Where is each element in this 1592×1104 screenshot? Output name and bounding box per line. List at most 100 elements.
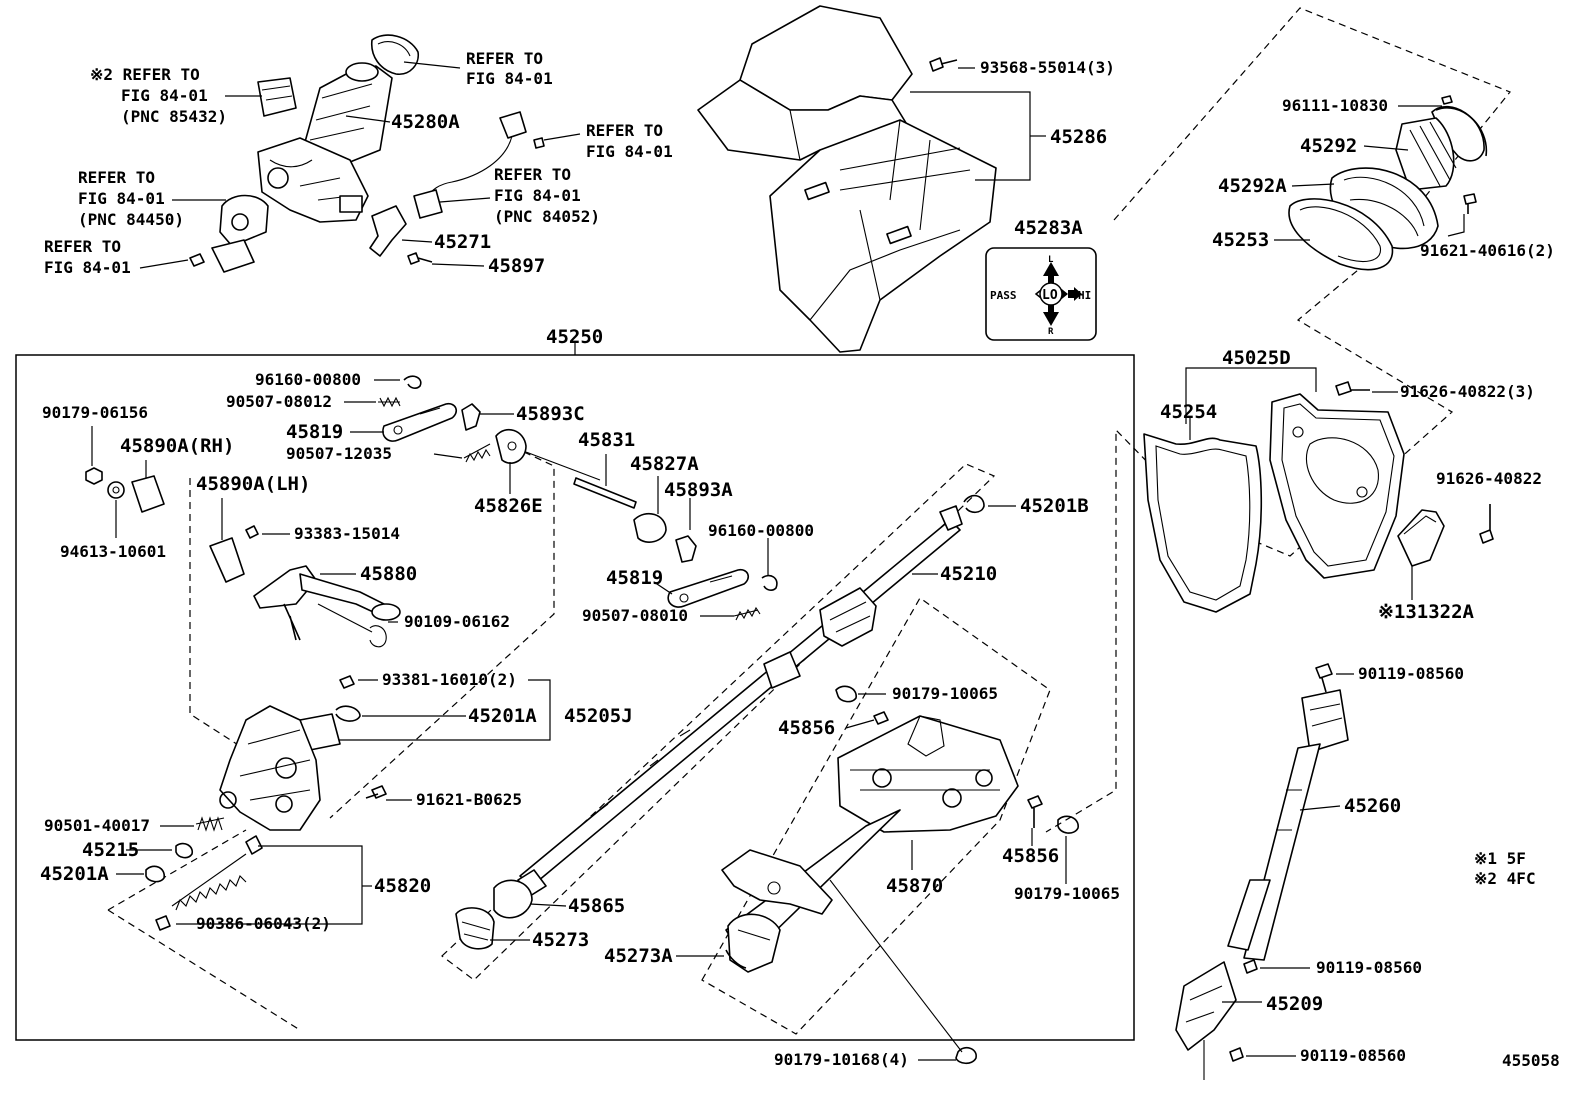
switch-hi-text: HI [1078, 289, 1091, 302]
label-45201A-b[interactable]: 45201A [40, 863, 109, 885]
label-91621-40616[interactable]: 91621-40616(2) [1420, 241, 1555, 260]
label-90507-12035[interactable]: 90507-12035 [286, 444, 392, 463]
cover-131322A [1397, 509, 1445, 567]
label-45292[interactable]: 45292 [1300, 135, 1357, 157]
label-96160-00800-a[interactable]: 96160-00800 [255, 370, 361, 389]
label-45273A[interactable]: 45273A [604, 945, 673, 967]
label-45856-a[interactable]: 45856 [778, 717, 835, 739]
label-45819-a[interactable]: 45819 [286, 421, 343, 443]
label-45205J[interactable]: 45205J [564, 705, 633, 727]
label-refer-fig84-e2[interactable]: FIG 84-01 [586, 142, 673, 161]
label-131322A[interactable]: ※131322A [1378, 601, 1475, 623]
column-cover-45286 [697, 5, 997, 353]
label-45286[interactable]: 45286 [1050, 126, 1107, 148]
label-45215[interactable]: 45215 [82, 839, 139, 861]
gasket-45254 [1143, 433, 1263, 613]
label-45893C[interactable]: 45893C [516, 403, 585, 425]
label-90109-06162[interactable]: 90109-06162 [404, 612, 510, 631]
label-90119-08560-b[interactable]: 90119-08560 [1316, 958, 1422, 977]
label-pnc-84450[interactable]: (PNC 84450) [78, 210, 184, 229]
label-45025D[interactable]: 45025D [1222, 347, 1291, 369]
label-45827A[interactable]: 45827A [630, 453, 699, 475]
label-45890A-LH[interactable]: 45890A(LH) [196, 473, 310, 495]
label-91626-40822[interactable]: 91626-40822 [1436, 469, 1542, 488]
label-pnc-85432[interactable]: (PNC 85432) [121, 107, 227, 126]
label-refer-fig84-b2[interactable]: FIG 84-01 [121, 86, 208, 105]
label-45253[interactable]: 45253 [1212, 229, 1269, 251]
label-90386-06043[interactable]: 90386-06043(2) [196, 914, 331, 933]
label-93568-55014[interactable]: 93568-55014(3) [980, 58, 1115, 77]
label-90507-08010[interactable]: 90507-08010 [582, 606, 688, 625]
label-91626-40822-3[interactable]: 91626-40822(3) [1400, 382, 1535, 401]
label-45870[interactable]: 45870 [886, 875, 943, 897]
label-45856-b[interactable]: 45856 [1002, 845, 1059, 867]
label-91621-B0625[interactable]: 91621-B0625 [416, 790, 522, 809]
label-45280A[interactable]: 45280A [391, 111, 460, 133]
switch-lo-text: LO [1042, 288, 1058, 303]
label-93381-16010[interactable]: 93381-16010(2) [382, 670, 517, 689]
label-45865[interactable]: 45865 [568, 895, 625, 917]
label-refer-fig84-a2[interactable]: FIG 84-01 [466, 69, 553, 88]
dust-seal-group [1288, 95, 1488, 271]
label-90119-08560-a[interactable]: 90119-08560 [1358, 664, 1464, 683]
label-refer-fig84-c[interactable]: REFER TO [78, 168, 155, 187]
label-96111-10830[interactable]: 96111-10830 [1282, 96, 1388, 115]
label-90119-08560-c[interactable]: 90119-08560 [1300, 1046, 1406, 1065]
label-45890A-RH[interactable]: 45890A(RH) [120, 435, 234, 457]
label-90501-40017[interactable]: 90501-40017 [44, 816, 150, 835]
label-refer-fig84-d2[interactable]: FIG 84-01 [44, 258, 131, 277]
note-2: ※2 4FC [1474, 869, 1536, 888]
label-refer-fig84-e[interactable]: REFER TO [586, 121, 663, 140]
label-refer-fig84-a[interactable]: REFER TO [466, 49, 543, 68]
note-1: ※1 5F [1474, 849, 1526, 868]
label-90179-06156[interactable]: 90179-06156 [42, 403, 148, 422]
label-45819-b[interactable]: 45819 [606, 567, 663, 589]
label-45209[interactable]: 45209 [1266, 993, 1323, 1015]
lever-45819-upper [382, 402, 458, 442]
label-45254[interactable]: 45254 [1160, 401, 1217, 423]
label-refer-fig84-b[interactable]: ※2 REFER TO [90, 65, 200, 84]
label-90179-10065-b[interactable]: 90179-10065 [1014, 884, 1120, 903]
main-shaft-45210 [517, 494, 985, 897]
label-refer-fig84-c2[interactable]: FIG 84-01 [78, 189, 165, 208]
light-switch-symbol: LO PASS HI L R [990, 255, 1091, 337]
light-switch-symbol-box [985, 247, 1097, 341]
shaft-45831 [573, 454, 637, 509]
switch-l-text: L [1048, 255, 1054, 265]
label-90507-08012[interactable]: 90507-08012 [226, 392, 332, 411]
spring-45820 [171, 835, 263, 911]
label-90179-10065-a[interactable]: 90179-10065 [892, 684, 998, 703]
switch-r-text: R [1048, 327, 1054, 337]
label-45210[interactable]: 45210 [940, 563, 997, 585]
label-45897[interactable]: 45897 [488, 255, 545, 277]
diagram-id: 455058 [1502, 1051, 1560, 1070]
label-refer-fig84-d[interactable]: REFER TO [44, 237, 121, 256]
label-45893A[interactable]: 45893A [664, 479, 733, 501]
label-90179-10168[interactable]: 90179-10168(4) [774, 1050, 909, 1069]
label-45273[interactable]: 45273 [532, 929, 589, 951]
label-45820[interactable]: 45820 [374, 875, 431, 897]
label-45201A-a[interactable]: 45201A [468, 705, 537, 727]
intermediate-shaft-45260 [1175, 663, 1349, 1080]
label-pnc-84052[interactable]: (PNC 84052) [494, 207, 600, 226]
label-45880[interactable]: 45880 [360, 563, 417, 585]
label-45250[interactable]: 45250 [546, 326, 603, 348]
label-45831[interactable]: 45831 [578, 429, 635, 451]
gasket-45025D [1269, 393, 1405, 579]
ignition-lock-assembly [189, 34, 545, 273]
label-45826E[interactable]: 45826E [474, 495, 543, 517]
cam-45826E [495, 428, 527, 464]
label-45283A[interactable]: 45283A [1014, 217, 1083, 239]
label-45201B[interactable]: 45201B [1020, 495, 1089, 517]
label-refer-fig84-f2[interactable]: FIG 84-01 [494, 186, 581, 205]
tilt-bracket-45205J [219, 705, 341, 831]
label-45271[interactable]: 45271 [434, 231, 491, 253]
label-45292A[interactable]: 45292A [1218, 175, 1287, 197]
label-94613-10601[interactable]: 94613-10601 [60, 542, 166, 561]
label-93383-15014[interactable]: 93383-15014 [294, 524, 400, 543]
label-45260[interactable]: 45260 [1344, 795, 1401, 817]
label-refer-fig84-f[interactable]: REFER TO [494, 165, 571, 184]
label-96160-00800-b[interactable]: 96160-00800 [708, 521, 814, 540]
